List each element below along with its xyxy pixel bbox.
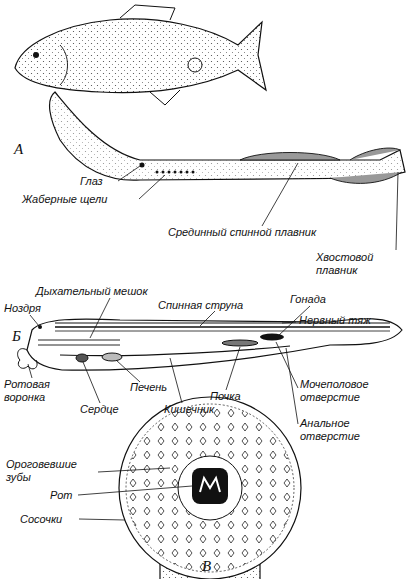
part-label: Срединный спинной плавник [168, 226, 316, 239]
panel-letter: Б [12, 328, 21, 344]
part-label: Спинная струна [158, 299, 243, 312]
part-label: Сердце [80, 403, 119, 416]
part-label: Ротовая воронка [4, 378, 76, 404]
part-label: Гонада [290, 293, 326, 306]
panel-letter: А [14, 141, 23, 157]
part-label: Жаберные щели [22, 193, 107, 206]
part-label: Рот [50, 489, 73, 502]
part-label: Хвостовой плавник [316, 251, 406, 277]
part-label: Сосочки [20, 513, 62, 526]
part-label: Ороговевшие зубы [6, 458, 98, 484]
panel-letter: В [202, 558, 211, 574]
part-label: Анальное отверстие [300, 417, 408, 443]
part-label: Мочеполовое отверстие [300, 378, 408, 404]
part-label: Кишечник [164, 403, 214, 416]
part-label: Дыхательный мешок [36, 285, 148, 298]
part-label: Почка [210, 390, 241, 403]
part-label: Ноздря [4, 302, 41, 315]
part-label: Печень [130, 381, 167, 394]
part-label: Нервный тяж [299, 314, 371, 327]
part-label: Глаз [80, 175, 103, 188]
